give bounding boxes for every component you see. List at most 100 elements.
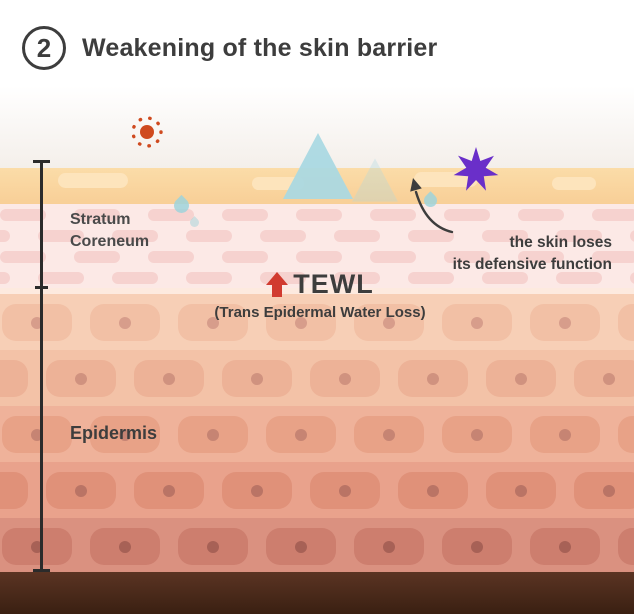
skin-cell [618,528,634,565]
pollutant-triangle-icon [283,133,353,199]
cell-nucleus [119,540,131,553]
cell-nucleus [75,372,87,385]
tewl-heading: TEWL [155,269,485,300]
corneocyte-dash [38,230,84,242]
corneocyte-dash [0,251,46,263]
skin-cell [398,360,468,397]
tewl-subtitle: (Trans Epidermal Water Loss) [214,304,426,321]
cell-nucleus [559,316,571,329]
cell-nucleus [295,316,307,329]
corneocyte-dash [630,230,634,242]
tewl-text: TEWL [293,269,374,299]
skin-cell [574,472,634,509]
corneocyte-dash [592,209,634,221]
skin-cell [134,472,204,509]
skin-cell [530,304,600,341]
cell-nucleus [295,540,307,553]
base-layer [0,572,634,614]
epidermis-row [0,462,634,518]
skin-cell [266,416,336,453]
step-number-badge: 2 [22,26,66,70]
stratum-corneum-layer [0,204,634,288]
corneocyte-dash [444,209,490,221]
corneocyte-dash [0,209,46,221]
skin-cell [354,304,424,341]
cell-nucleus [207,316,219,329]
skin-cell [0,472,28,509]
epidermis-row [0,350,634,406]
skin-cell [178,416,248,453]
skin-cell [134,360,204,397]
corneocyte-dash [74,251,120,263]
skin-cell [266,528,336,565]
cell-nucleus [75,484,87,497]
epidermis-layer [0,294,634,574]
corneocyte-dash [408,230,454,242]
skin-cell [46,360,116,397]
cell-nucleus [163,372,175,385]
skin-cell [310,360,380,397]
defense-note: the skin loses its defensive function [390,232,612,276]
skin-cell [398,472,468,509]
corneocyte-dash [296,251,342,263]
stratum-label-line2: Coreneum [70,233,150,250]
skin-cell [310,472,380,509]
skin-cell [178,304,248,341]
cell-nucleus [471,428,483,441]
skin-cell [354,416,424,453]
skin-cell [2,416,72,453]
corneocyte-dash [408,272,454,284]
corneocyte-dash [334,272,380,284]
skin-cell [530,528,600,565]
tewl-annotation: TEWL (Trans Epidermal Water Loss) [155,269,485,321]
skin-cell [530,416,600,453]
measure-tick-mid [35,286,48,289]
corneocyte-dash [186,230,232,242]
cell-nucleus [471,540,483,553]
corneocyte-dash [0,230,10,242]
stratum-label-line1: Stratum [70,211,131,228]
cell-nucleus [251,484,263,497]
corneocyte-dash [370,209,416,221]
cell-nucleus [295,428,307,441]
skin-cell [90,528,160,565]
skin-cell [2,528,72,565]
cell-nucleus [339,372,351,385]
layer-boundary [0,288,634,294]
corneocyte-dash [556,272,602,284]
cell-nucleus [119,316,131,329]
skin-cell [90,416,160,453]
corneocyte-dash [370,251,416,263]
surface-highlight [552,177,596,190]
corneocyte-dash [38,272,84,284]
skin-cell [574,360,634,397]
skin-cell [222,360,292,397]
corneocyte-dash [630,272,634,284]
measure-tick-bottom [33,569,50,572]
step-number: 2 [36,32,52,63]
cell-nucleus [383,428,395,441]
cell-nucleus [163,484,175,497]
epidermis-label: Epidermis [70,423,158,443]
corneocyte-dash [482,230,528,242]
corneocyte-dash [148,251,194,263]
skin-cell [618,304,634,341]
skin-cell [222,472,292,509]
corneocyte-dash [592,251,634,263]
skin-cell [354,528,424,565]
cell-nucleus [515,372,527,385]
cell-nucleus [559,428,571,441]
defense-note-line2: its defensive function [452,256,612,273]
skin-cell [266,304,336,341]
cell-nucleus [383,540,395,553]
pollutant-triangle-faint-icon [352,158,398,202]
corneocyte-dash [222,209,268,221]
corneocyte-dash [296,209,342,221]
skin-cell [486,360,556,397]
microbe-star-icon [453,147,499,191]
cell-nucleus [251,372,263,385]
surface-highlight [58,173,128,188]
sun-icon [131,116,163,148]
cell-nucleus [515,484,527,497]
